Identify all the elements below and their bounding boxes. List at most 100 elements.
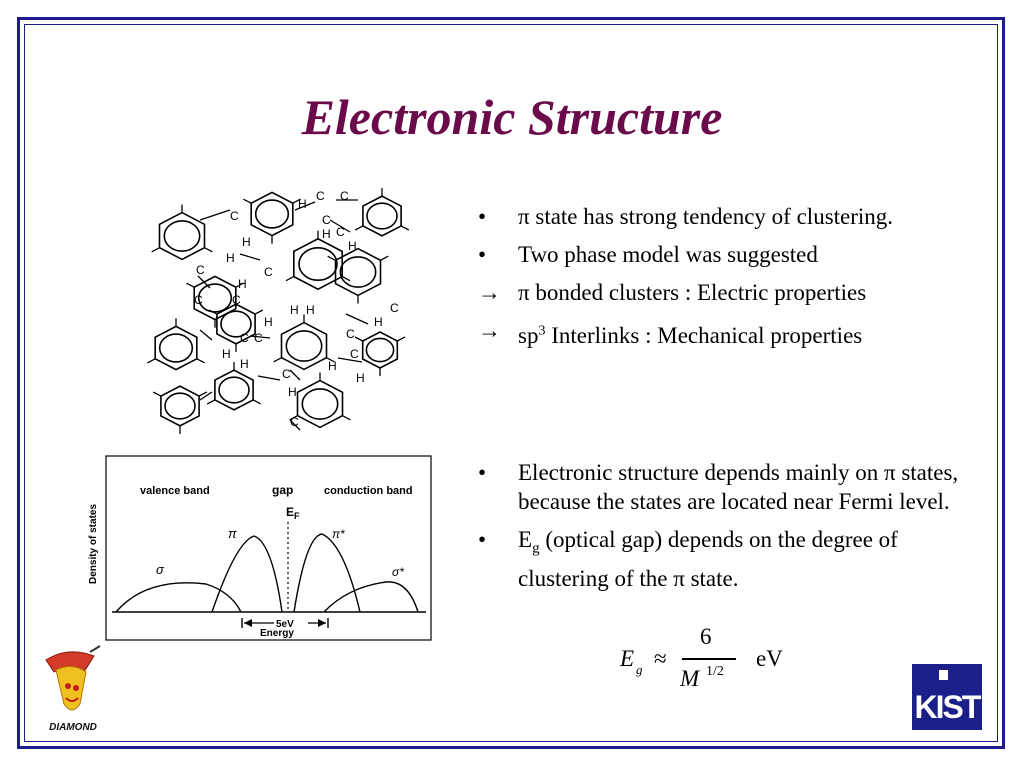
hexagon-ring — [214, 369, 254, 411]
bond-line — [197, 275, 211, 289]
list-item: → sp3 Interlinks : Mechanical properties — [478, 316, 978, 350]
list-item: → π bonded clusters : Electric propertie… — [478, 278, 978, 307]
carbon-atom-label: C — [264, 265, 273, 279]
dos-fermi-label: EF — [286, 505, 300, 521]
hydrogen-atom-label: H — [298, 197, 307, 211]
dos-gap-label: gap — [272, 483, 293, 497]
carbon-atom-label: C — [254, 331, 263, 345]
bullet-marker: • — [478, 527, 487, 552]
bond-stub — [289, 415, 298, 421]
bond-stub — [206, 399, 216, 405]
bullet-text: sp3 Interlinks : Mechanical properties — [518, 322, 863, 348]
dos-valence-label: valence band — [140, 485, 210, 497]
hexagon-ring — [293, 237, 343, 291]
kist-logo: KIST — [912, 664, 984, 730]
hydrogen-atom-label: H — [264, 315, 273, 329]
bond-stub — [354, 336, 363, 342]
carbon-atom-label: C — [390, 301, 399, 315]
hydrogen-atom-label: H — [238, 277, 247, 291]
bullet-marker: • — [478, 460, 487, 485]
hydrogen-atom-label: H — [226, 251, 235, 265]
formula-numerator: 6 — [700, 624, 712, 649]
bond-stub — [273, 357, 282, 363]
pi-band-curve — [211, 535, 283, 613]
bond-stub — [326, 357, 335, 363]
carbon-atom-label: C — [340, 189, 349, 203]
dos-ylabel: Density of states — [88, 504, 99, 584]
gap-width-label: 5eV — [276, 619, 294, 630]
hexagon-ring — [280, 321, 328, 371]
bond-line — [329, 219, 351, 233]
hydrogen-atom-label: H — [374, 315, 383, 329]
aromatic-circle — [197, 283, 233, 313]
bond-stub — [292, 198, 301, 204]
carbon-atom-label: C — [346, 327, 355, 341]
hydrogen-atom-label: H — [306, 303, 315, 317]
formula-denominator: M — [680, 666, 700, 691]
density-of-states-diagram: Density of states valence band gap condu… — [88, 455, 432, 641]
formula-lhs: E — [620, 646, 635, 671]
bond-stub — [186, 282, 195, 288]
bond-stub — [285, 276, 295, 282]
aromatic-circle — [298, 247, 338, 282]
bond-stub — [208, 309, 218, 315]
kist-logo-mark: KIST — [915, 670, 984, 725]
bond-stub — [151, 247, 160, 253]
carbon-atom-label: C — [194, 293, 203, 307]
hydrogen-atom-label: H — [288, 385, 297, 399]
hydrogen-atom-label: H — [328, 359, 337, 373]
bond-line — [199, 209, 231, 221]
bond-stub — [341, 276, 351, 282]
bullet-marker: • — [478, 242, 487, 267]
gap-arrow-left-head — [244, 619, 252, 627]
bond-stub — [243, 198, 252, 204]
formula-unit: eV — [756, 646, 783, 671]
aromatic-circle — [301, 388, 339, 420]
aromatic-circle — [339, 256, 377, 288]
sigma-band-curve — [115, 582, 242, 613]
formula-relation: ≈ — [654, 646, 667, 671]
carbon-atom-label: C — [322, 213, 331, 227]
kist-logo-text: KIST — [915, 689, 982, 725]
gap-arrow-right-head — [318, 619, 326, 627]
hydrogen-atom-label: H — [290, 303, 299, 317]
hexagon-ring — [250, 191, 294, 237]
carbon-atom-label: C — [196, 263, 205, 277]
carbon-atom-label: C — [232, 293, 241, 307]
slide-frame-outer — [17, 17, 1005, 749]
bond-line — [289, 419, 301, 431]
carbon-atom-label: C — [350, 347, 359, 361]
formula-denominator-exp: 1/2 — [706, 664, 724, 679]
sigma-label: σ — [156, 562, 165, 577]
bond-line — [199, 329, 213, 341]
aromatic-circle — [163, 220, 201, 252]
hexagon-ring — [296, 379, 344, 429]
aromatic-circle — [220, 310, 252, 338]
pi-label: π — [228, 526, 237, 541]
bullet-list-bottom: • Electronic structure depends mainly on… — [478, 458, 978, 602]
pi-star-band-curve — [293, 533, 361, 613]
carbon-atom-label: C — [240, 331, 249, 345]
bond-stub — [354, 225, 364, 231]
bond-stub — [327, 255, 336, 261]
bond-line — [345, 313, 369, 325]
arrow-marker: → — [478, 318, 501, 343]
hydrogen-atom-label: H — [348, 239, 357, 253]
bond-line — [239, 253, 261, 261]
hydrogen-atom-label: H — [222, 347, 231, 361]
hydrogen-atom-label: H — [322, 227, 331, 241]
dos-conduction-label: conduction band — [324, 485, 413, 497]
bond-stub — [198, 391, 208, 397]
aromatic-circle — [366, 202, 398, 230]
dos-frame — [105, 455, 432, 641]
arrow-marker: → — [478, 280, 501, 305]
hydrogen-atom-label: H — [242, 235, 251, 249]
bond-stub — [396, 336, 406, 342]
optical-gap-formula: E g ≈ 6 M 1/2 eV — [612, 620, 812, 700]
hydrogen-atom-label: H — [240, 357, 249, 371]
bond-stub — [235, 282, 244, 288]
carbon-atom-label: C — [316, 189, 325, 203]
diamond-logo: DIAMOND — [45, 645, 101, 733]
bond-stub — [147, 358, 156, 364]
